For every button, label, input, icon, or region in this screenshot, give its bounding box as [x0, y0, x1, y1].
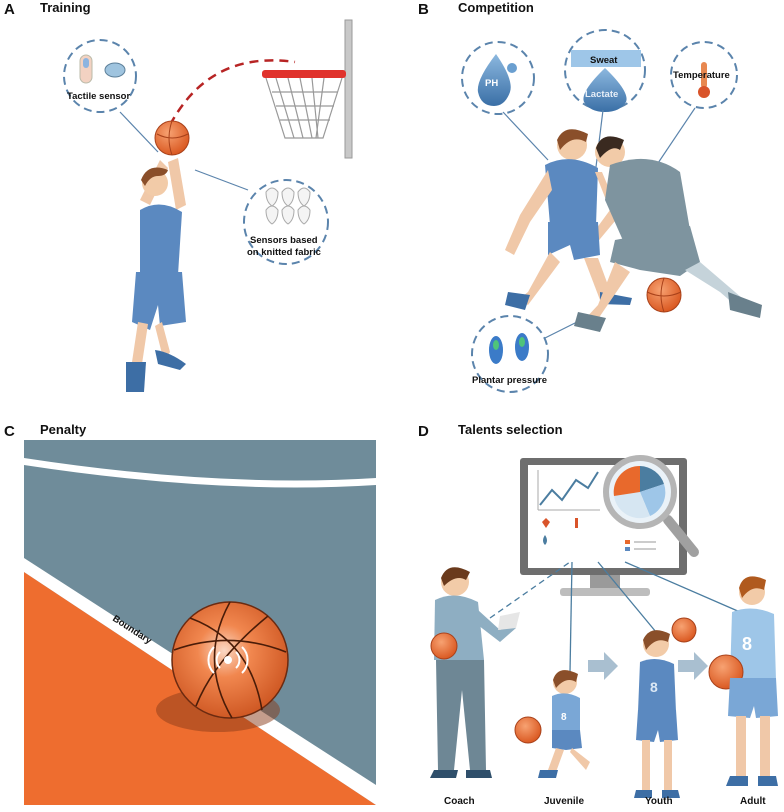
- competition-basketball: [646, 277, 682, 313]
- pie-slice-2: [640, 484, 666, 516]
- temperature-label: Temperature: [673, 70, 730, 81]
- panel-c-letter: C: [4, 423, 15, 440]
- knitted-fabric-icon: [265, 187, 311, 225]
- juvenile-figure: 8: [514, 670, 590, 778]
- lactate-drop-icon: [583, 68, 627, 112]
- magnifier-icon: [603, 455, 699, 557]
- shooting-player: [126, 120, 190, 392]
- backboard: [344, 19, 353, 159]
- attacker-jersey: [605, 158, 690, 245]
- youth-basketball: [671, 617, 697, 643]
- arrow-youth-to-adult: [678, 652, 708, 680]
- panel-d-title: Talents selection: [458, 422, 563, 437]
- heart-icon: [542, 518, 550, 528]
- panel-b-title: Competition: [458, 0, 534, 15]
- sensor-disc-icon: [104, 62, 126, 78]
- panel-b-letter: B: [418, 1, 429, 18]
- player-jersey: [140, 204, 182, 275]
- ph-drop-icon: [477, 54, 511, 106]
- panel-a-title: Training: [40, 0, 91, 15]
- arrow-juvenile-to-youth: [588, 652, 618, 680]
- juvenile-label: Juvenile: [544, 796, 584, 807]
- sweat-band: [571, 50, 641, 67]
- pie-slice-3: [614, 492, 650, 519]
- panel-d-letter: D: [418, 423, 429, 440]
- pie-slice-1: [640, 466, 664, 492]
- youth-label: Youth: [645, 796, 673, 807]
- tactile-pointer: [119, 111, 159, 153]
- juvenile-basketball: [514, 716, 542, 744]
- thermometer-icon: [701, 62, 707, 88]
- adult-label: Adult: [740, 796, 766, 807]
- shooting-arm: [168, 158, 186, 210]
- defender-player: [505, 129, 632, 310]
- knitted-label-line2: on knitted fabric: [247, 247, 321, 258]
- court-view: Boundary: [24, 440, 376, 805]
- youth-link: [597, 561, 657, 633]
- plantar-label: Plantar pressure: [472, 375, 547, 386]
- adult-link: [624, 561, 741, 613]
- shot-trajectory: [168, 59, 296, 126]
- panel-d: D Talents selection: [418, 422, 778, 807]
- pie-slice-4: [613, 465, 640, 496]
- attacker-player: [574, 136, 762, 332]
- panel-c-title: Penalty: [40, 422, 87, 437]
- ph-label: PH: [485, 78, 498, 89]
- ph-pointer: [502, 111, 549, 161]
- ball-seams: [173, 601, 287, 719]
- panel-c: C Penalty Boundary: [4, 422, 376, 805]
- coach-link: [489, 561, 571, 619]
- coach-figure: [430, 567, 520, 778]
- juvenile-link: [569, 561, 573, 673]
- sweat-label: Sweat: [590, 55, 618, 66]
- knitted-label-line1: Sensors based: [250, 235, 318, 246]
- mini-thermometer-icon: [575, 518, 578, 528]
- panel-a: A Training Tactile sensor Sensors bas: [4, 0, 353, 392]
- youth-jersey-number: 8: [650, 679, 658, 695]
- coach-label: Coach: [444, 796, 475, 807]
- net: [265, 77, 343, 139]
- sensor-patch-icon: [83, 58, 89, 68]
- adult-figure: 8: [708, 576, 778, 786]
- youth-figure: 8: [634, 617, 697, 798]
- knitted-pointer: [194, 169, 249, 191]
- player-shorts: [132, 272, 186, 330]
- hoop-rim: [262, 70, 346, 78]
- panel-a-letter: A: [4, 1, 15, 18]
- defender-jersey: [545, 159, 598, 225]
- wireless-signal-icon: [207, 646, 249, 674]
- line-chart-icon: [539, 471, 599, 506]
- adult-jersey-number: 8: [742, 634, 752, 654]
- tactile-sensor-label: Tactile sensor: [67, 91, 130, 102]
- panel-b: B Competition PH Sweat Lactate Temperatu…: [418, 0, 762, 393]
- lactate-label: Lactate: [585, 89, 618, 100]
- clipboard-icon: [498, 612, 520, 630]
- plantar-callout-ring: [471, 315, 549, 393]
- juvenile-jersey-number: 8: [561, 712, 567, 723]
- mini-drop-icon: [543, 535, 547, 545]
